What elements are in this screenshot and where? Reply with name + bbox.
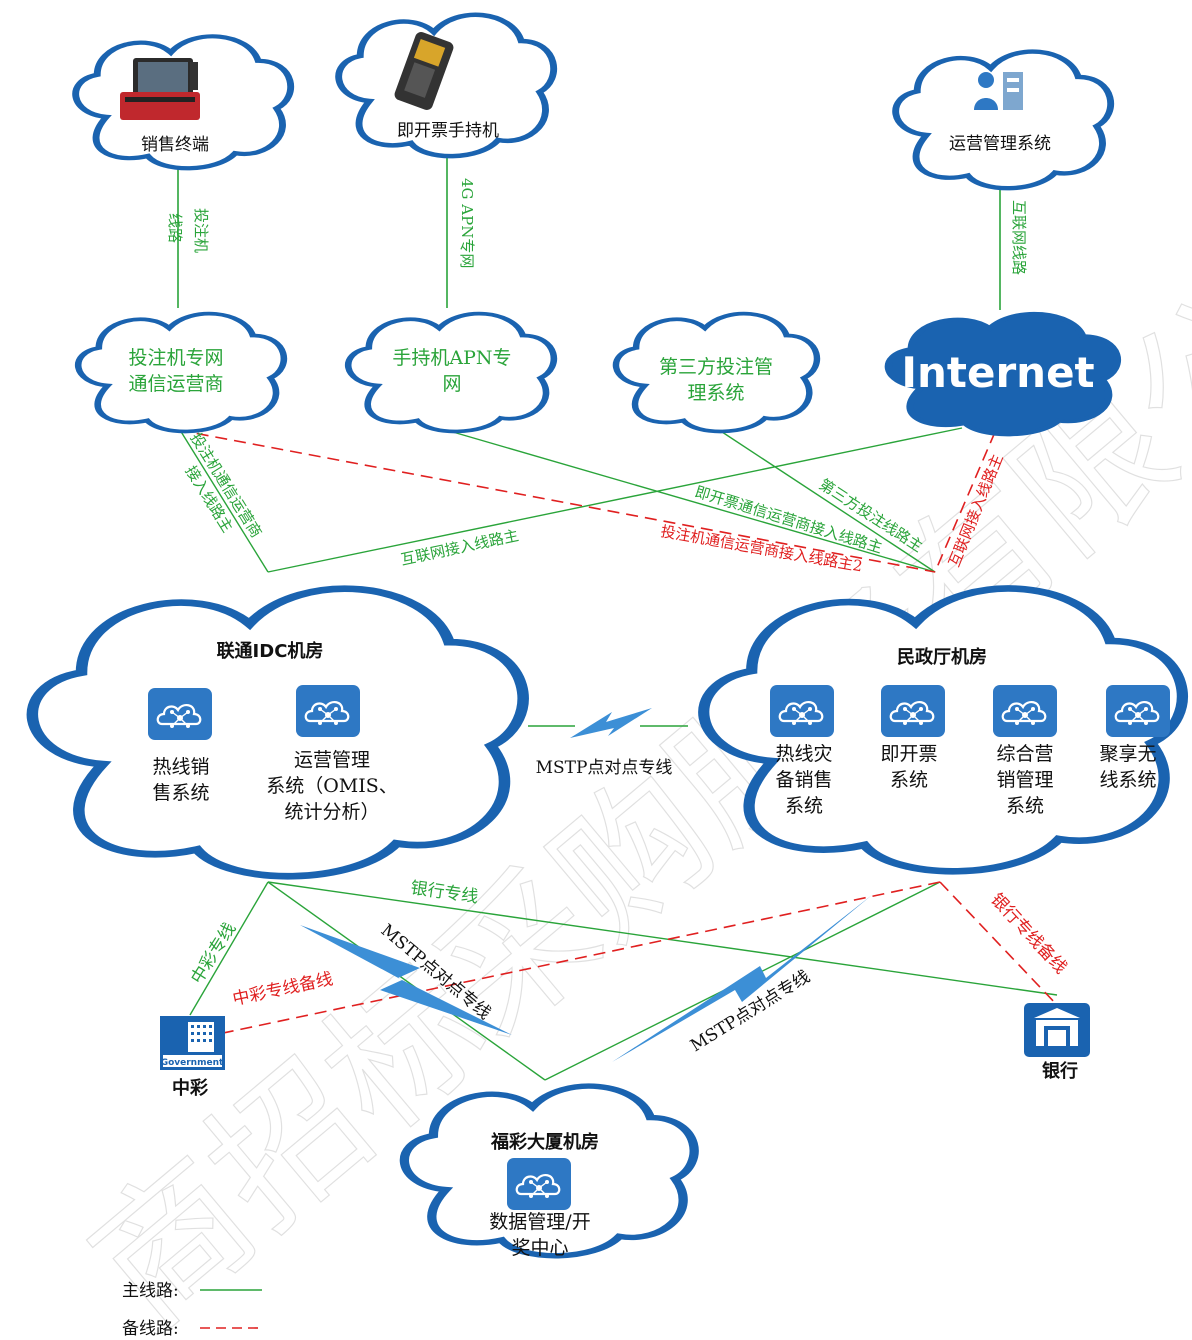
fucai-room-title: 福彩大厦机房: [490, 1131, 599, 1153]
cloud-network-icon: [294, 683, 362, 739]
unicom-sys-2-line-3: 统计分析）: [284, 801, 379, 823]
lightning-icon: [570, 708, 652, 738]
fucai-main-left: [267, 881, 546, 1081]
internet-link-label: 互联网线路: [1010, 200, 1028, 275]
cloud-network-icon: [879, 683, 947, 739]
betting-access-main: [179, 429, 269, 573]
lightning-icon: [612, 895, 872, 1062]
civil-sys-3-line-2: 销管理: [996, 769, 1053, 791]
civil-room-title: 民政厅机房: [897, 646, 987, 668]
handheld-link-label: 4G APN专网: [458, 178, 476, 268]
zhongcai-backup-line: [189, 881, 941, 1041]
bank-icon: [1024, 1003, 1090, 1057]
handheld-device-icon: [394, 32, 454, 110]
zhongcai-line: [189, 881, 269, 1016]
zhongcai-backup-label: 中彩专线备线: [231, 969, 335, 1010]
betting-carrier-label-2: 通信运营商: [128, 373, 223, 395]
civil-sys-4-line-2: 线系统: [1099, 769, 1156, 791]
civil-sys-4-line-1: 聚享无: [1099, 743, 1156, 765]
civil-sys-1-line-3: 系统: [785, 795, 823, 817]
legend-main-label: 主线路:: [122, 1281, 179, 1301]
mstp-lightning: [300, 708, 872, 1062]
third-party-line: [715, 427, 936, 573]
unicom-sys-2-line-1: 运营管理: [294, 749, 370, 771]
zhongcai-label: 中彩: [172, 1077, 208, 1099]
civil-sys-2-line-1: 即开票: [880, 743, 937, 765]
cloud-unicom-room: [32, 589, 523, 876]
bank-label: 银行: [1042, 1060, 1078, 1082]
bank-line: [267, 881, 1058, 996]
government-building-icon: Government: [160, 1016, 225, 1070]
handheld-access-main: [445, 429, 936, 573]
cloud-network-icon: [1104, 683, 1172, 739]
admin-user-icon: [974, 72, 1023, 110]
handheld-label: 即开票手持机: [397, 121, 499, 141]
sales-link-label-2: 线路: [166, 213, 184, 243]
civil-sys-2-line-2: 系统: [890, 769, 928, 791]
cloud-network-icon: [146, 686, 214, 742]
mstp-top-label: MSTP点对点专线: [536, 758, 673, 778]
bank-backup-label: 银行专线备线: [986, 890, 1070, 978]
unicom-sys-2-line-2: 系统（OMIS、: [266, 775, 398, 797]
lightning-icon: [300, 925, 512, 1035]
sales-terminal-label: 销售终端: [141, 135, 209, 155]
legend: 主线路: 备线路:: [122, 1281, 262, 1339]
civil-sys-3-line-3: 系统: [1006, 795, 1044, 817]
fucai-sys-line-2: 奖中心: [511, 1237, 568, 1259]
cloud-network-icon: [991, 683, 1059, 739]
legend-backup-label: 备线路:: [122, 1319, 179, 1339]
internet-access-backup: [934, 431, 996, 573]
betting-carrier-label-1: 投注机专网: [128, 347, 223, 369]
pos-terminal-icon: [120, 58, 200, 120]
ops-system-label: 运营管理系统: [949, 134, 1051, 154]
unicom-sys-1-line-1: 热线销: [152, 756, 209, 778]
civil-sys-1-line-1: 热线灾: [775, 743, 832, 765]
bank-backup-line: [939, 881, 1058, 1006]
government-icon-text: Government: [161, 1058, 224, 1068]
fucai-sys-line-1: 数据管理/开: [489, 1211, 590, 1233]
third-party-label-2: 理系统: [687, 382, 744, 404]
third-party-label-1: 第三方投注管: [659, 356, 773, 378]
internet-label: Internet: [901, 348, 1094, 397]
cloud-network-icon: [505, 1156, 573, 1212]
civil-sys-1-line-2: 备销售: [775, 769, 832, 791]
betting-access-backup: [177, 429, 936, 573]
zhongcai-line-label: 中彩专线: [187, 919, 240, 987]
cloud-network-icon: [768, 683, 836, 739]
civil-sys-3-line-1: 综合营: [996, 743, 1053, 765]
apn-carrier-label-2: 网: [442, 373, 461, 395]
apn-carrier-label-1: 手持机APN专: [392, 347, 511, 369]
internet-access-main: [267, 427, 963, 573]
fucai-system-icons: [505, 1156, 573, 1212]
unicom-room-title: 联通IDC机房: [217, 640, 324, 662]
sales-link-label-1: 投注机: [192, 208, 210, 253]
unicom-sys-1-line-2: 售系统: [152, 782, 209, 804]
